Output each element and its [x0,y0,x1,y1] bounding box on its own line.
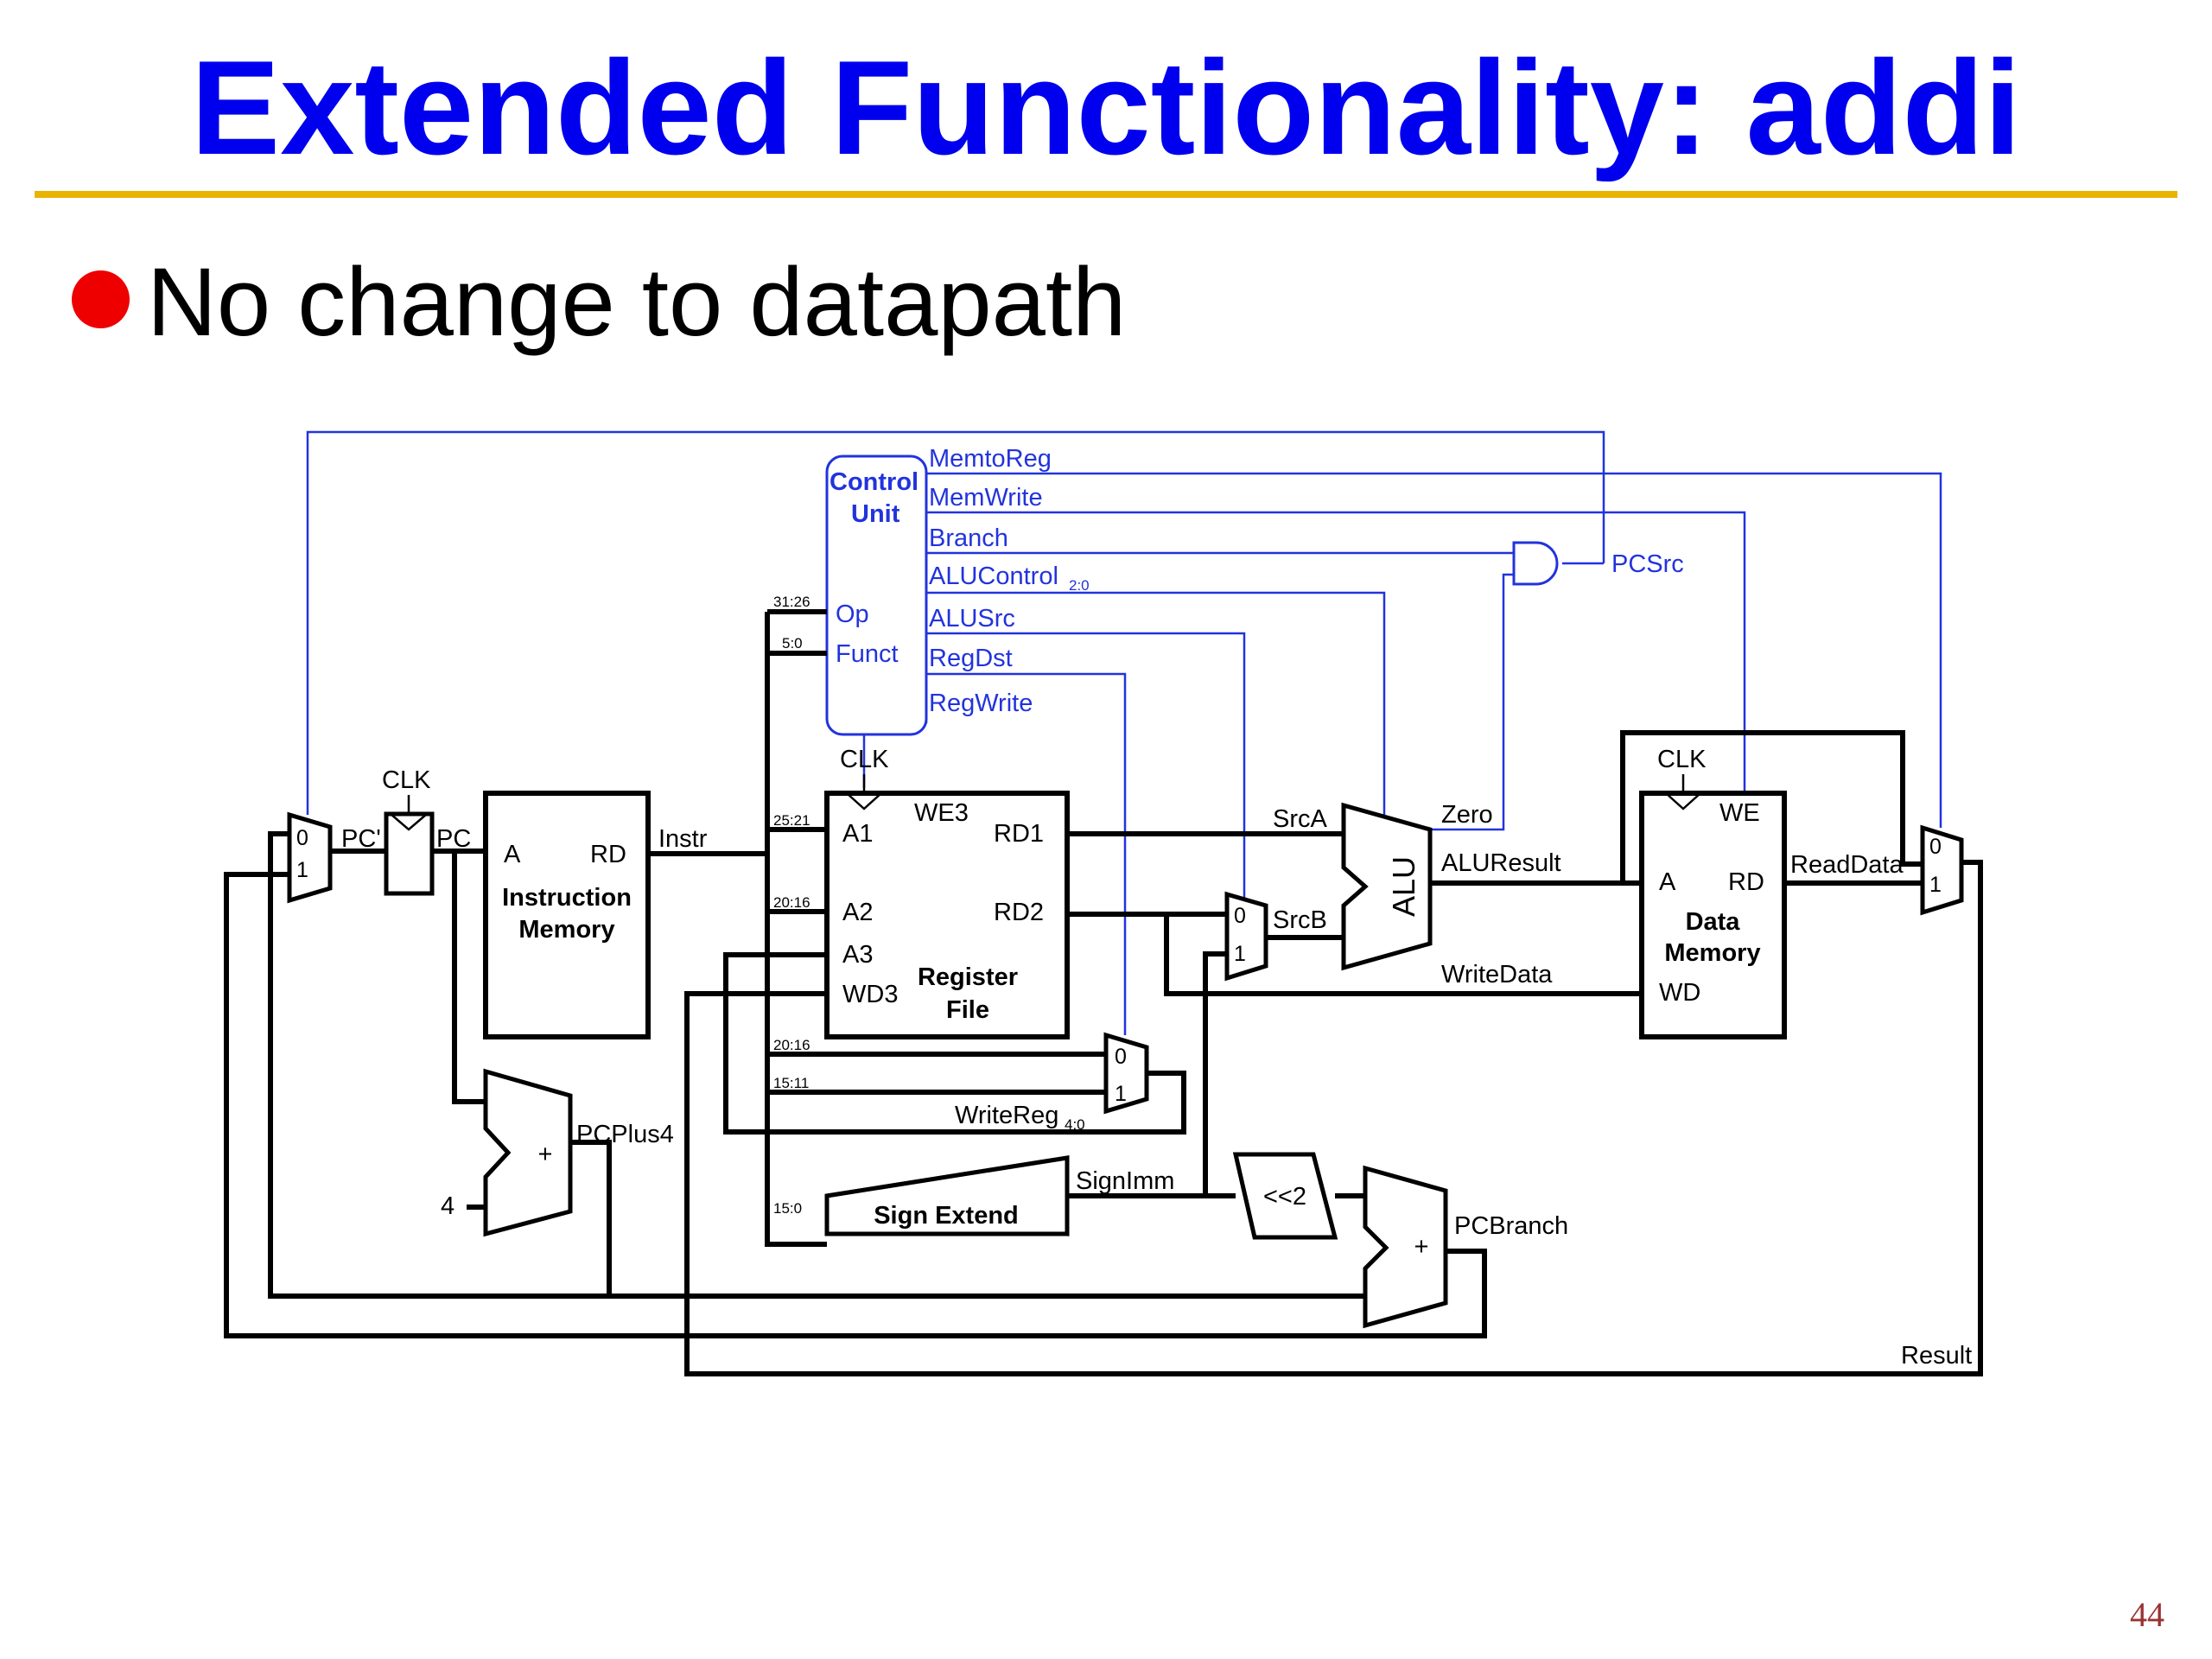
zero-wire [1430,573,1514,831]
pcplus4-adder [483,1068,573,1237]
dmem-wd-label: WD [1659,979,1700,1007]
pc-clk-label: CLK [382,766,431,794]
dmem-we-label: WE [1719,799,1760,827]
alu-label: ALU [1386,856,1421,917]
imem-a-label: A [504,841,521,868]
memwrite-label: MemWrite [929,484,1043,512]
rf-name-2: File [946,996,989,1024]
alusrc-wire [926,632,1246,899]
writereg-mux-0: 0 [1115,1045,1127,1069]
pcbranch-plus: + [1414,1233,1429,1261]
dmem-name-2: Memory [1664,939,1760,967]
bits-25-21: 25:21 [773,812,810,829]
control-unit-label-1: Control [830,468,918,496]
shift-left-2 [1232,1152,1338,1240]
pc-register [384,811,435,896]
rf-a3-label: A3 [842,941,873,969]
result-mux-0: 0 [1929,835,1942,859]
rf-wd3-label: WD3 [842,981,898,1008]
zero-label: Zero [1441,801,1493,829]
regwrite-label: RegWrite [929,690,1033,717]
control-unit-label-2: Unit [851,500,900,528]
pc-mux-1: 1 [296,858,308,882]
register-file [824,791,1070,1039]
sign-extend-label: Sign Extend [874,1202,1019,1230]
bits-20-16-b: 20:16 [773,1037,810,1053]
writereg-mux [1103,1032,1149,1115]
bits-20-16-a: 20:16 [773,894,810,911]
rf-rd1-label: RD1 [994,820,1044,848]
srcb-label: SrcB [1273,906,1327,934]
and-gate [1512,541,1559,586]
pcbranch-label: PCBranch [1454,1212,1568,1240]
op-label: Op [836,601,869,628]
srcb-mux-0: 0 [1234,904,1246,928]
alucontrol-label: ALUControl [929,563,1058,590]
rf-name-1: Register [918,963,1018,991]
bits-15-0: 15:0 [773,1200,802,1217]
memtoreg-label: MemtoReg [929,445,1052,473]
bullet-text: No change to datapath [147,248,1127,356]
pcsrc-label: PCSrc [1611,550,1684,578]
srcb-mux-1: 1 [1234,942,1246,966]
alusrc-label: ALUSrc [929,605,1015,632]
pcplus4-plus: + [538,1141,553,1168]
bits-5-0: 5:0 [782,635,803,652]
writedata-label: WriteData [1441,961,1553,988]
pcsrc-wire [306,430,1605,815]
writereg-subscript: 4:0 [1065,1116,1085,1133]
aluresult-label: ALUResult [1441,849,1561,877]
pcplus4-label: PCPlus4 [576,1121,674,1148]
imem-name-1: Instruction [502,884,632,912]
bits-31-26: 31:26 [773,594,810,610]
alu [1341,802,1433,971]
result-mux [1920,824,1964,916]
alucontrol-subscript: 2:0 [1069,577,1090,594]
dmem-clk-label: CLK [1657,746,1707,773]
funct-label: Funct [836,640,899,668]
readdata-label: ReadData [1790,851,1904,879]
title-divider [35,191,2177,198]
page-number: 44 [2130,1595,2164,1634]
bullet-icon [72,270,130,328]
pc-mux [287,811,333,904]
instr-label: Instr [658,825,708,853]
shift-label: <<2 [1263,1183,1306,1211]
branch-label: Branch [929,524,1008,552]
result-mux-1: 1 [1929,873,1942,897]
slide-title: Extended Functionality: addi [190,33,2022,182]
rf-we3-label: WE3 [914,799,969,827]
writereg-label: WriteReg [955,1102,1058,1129]
imem-name-2: Memory [518,916,614,944]
srcb-mux [1224,891,1268,982]
pc-mux-0: 0 [296,826,308,850]
control-unit [825,454,928,736]
pcbranch-adder [1363,1165,1448,1329]
memwrite-wire [926,511,1746,804]
constant-four: 4 [441,1192,454,1220]
signimm-label: SignImm [1076,1167,1174,1195]
bits-15-11: 15:11 [773,1075,809,1091]
dmem-name-1: Data [1686,908,1741,936]
pc-prime-label: PC' [341,825,381,853]
regfile-clk-label: CLK [840,746,889,773]
instruction-memory [483,791,651,1039]
writereg-mux-1: 1 [1115,1082,1127,1106]
dmem-rd-label: RD [1728,868,1764,896]
data-memory [1639,791,1787,1039]
rf-a2-label: A2 [842,899,873,926]
regdst-label: RegDst [929,645,1013,672]
imem-rd-label: RD [590,841,626,868]
srca-label: SrcA [1273,805,1328,833]
rf-a1-label: A1 [842,820,873,848]
dmem-a-label: A [1659,868,1676,896]
alucontrol-wire [926,591,1386,817]
rf-rd2-label: RD2 [994,899,1044,926]
pc-label: PC [436,825,471,853]
result-label: Result [1901,1342,1972,1370]
memtoreg-wire [926,472,1942,828]
datapath-wires [224,609,1983,1376]
